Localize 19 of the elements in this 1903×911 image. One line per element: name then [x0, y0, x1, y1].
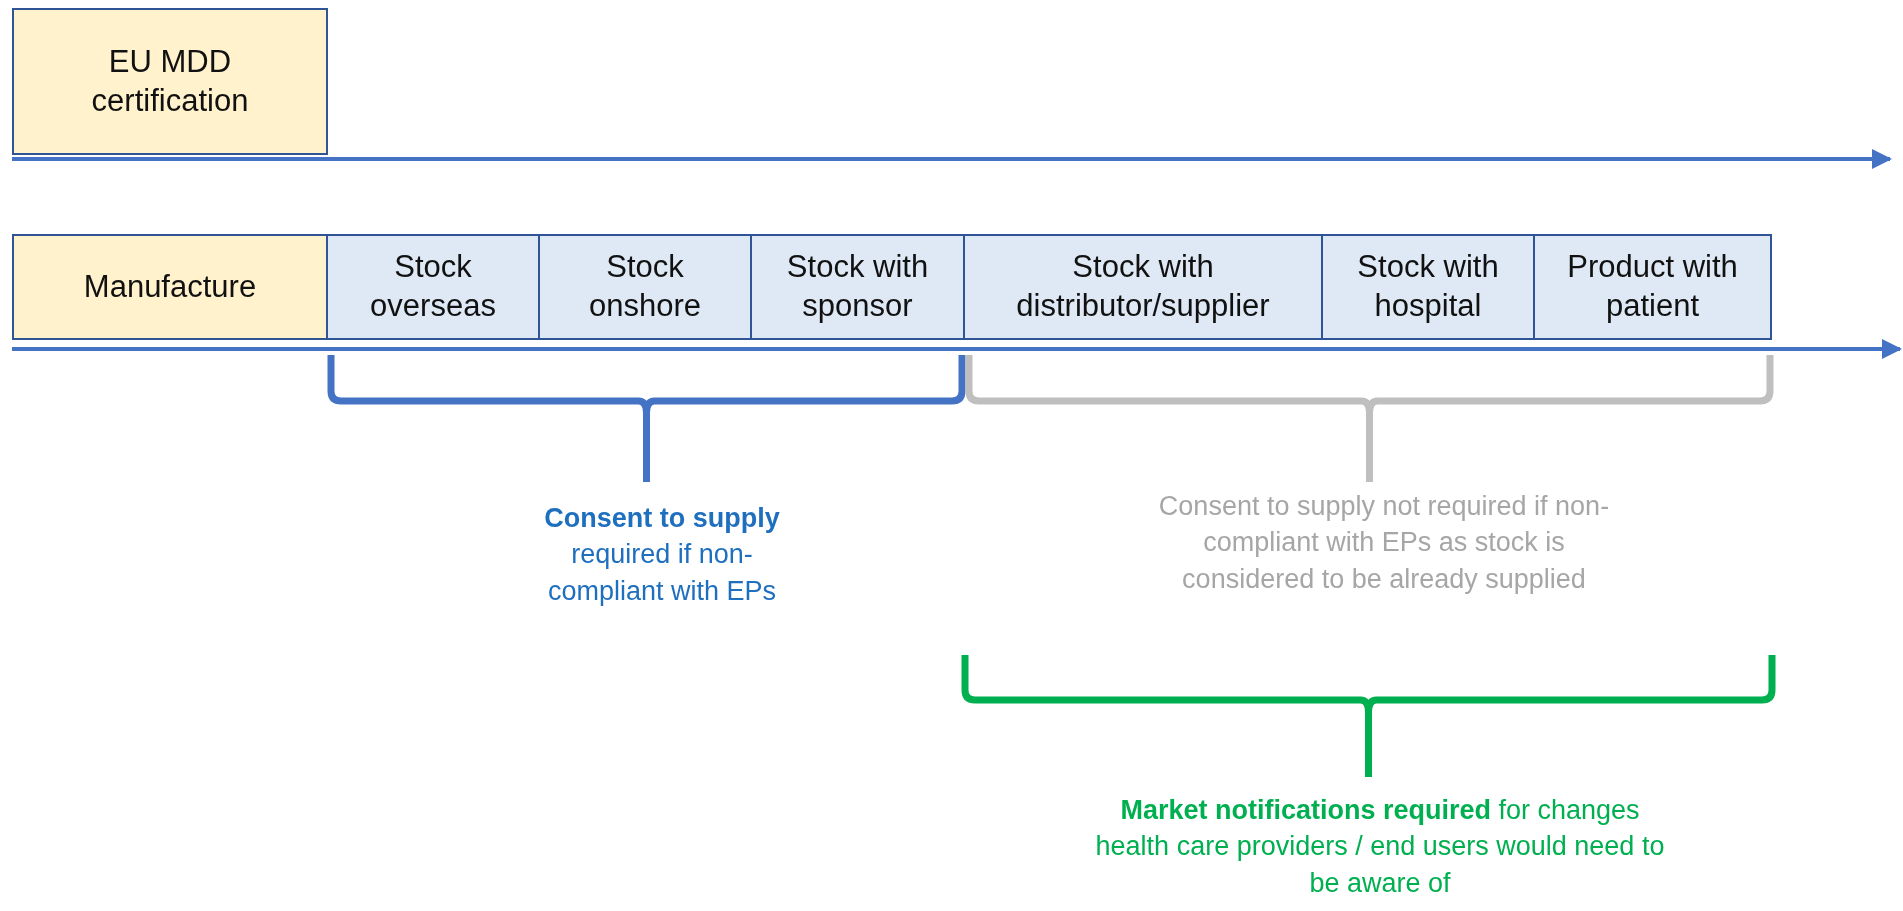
stage-label: EU MDD certification: [90, 42, 250, 120]
note: Consent to supply not required if non-compliant with EPs as stock is considered to be already supplied: [1157, 490, 1611, 596]
stage-label: Stock with sponsor: [785, 248, 930, 325]
stage-label: Product with patient: [1566, 248, 1739, 325]
stage-box: [12, 234, 328, 340]
stage-box: [1533, 234, 1772, 340]
stage-box: [963, 234, 1323, 340]
stage-label: Stock with hospital: [1356, 248, 1500, 325]
stage-label: Stock with distributor/supplier: [1015, 248, 1271, 325]
stage-box: [12, 8, 328, 155]
stage-box: [326, 234, 540, 340]
stage-box: [1321, 234, 1535, 340]
stage-label: Stock overseas: [369, 248, 497, 325]
stage-label: Stock onshore: [588, 248, 702, 325]
stage-box: [750, 234, 965, 340]
stage-box: [538, 234, 752, 340]
stage-label: Manufacture: [83, 267, 257, 306]
note: Consent to supply required if non-compliant with EPs: [543, 502, 781, 608]
note: Market notifications required for changes health care providers / end users would need to be aware of: [1094, 794, 1666, 900]
